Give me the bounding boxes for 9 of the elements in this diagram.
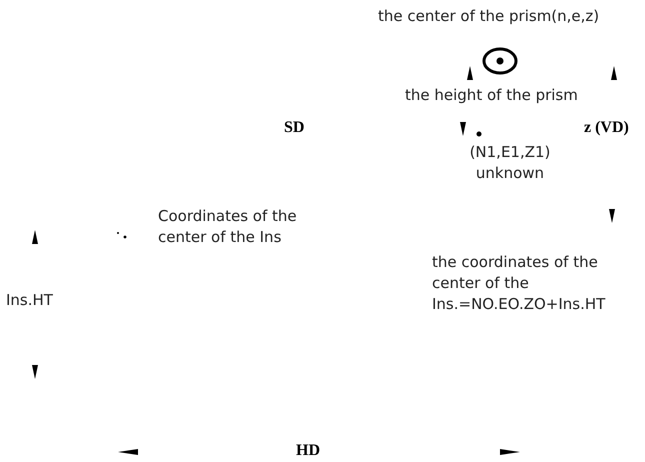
annotation-text: the center of the prism(n,e,z)	[378, 6, 600, 27]
annotation-text: the coordinates of the center of the Ins.=NO.EO.ZO+Ins.HT	[432, 252, 606, 315]
dimension-label: SD	[284, 118, 304, 138]
dimension-label: the height of the prism	[405, 85, 578, 106]
dimension-label: HD	[296, 441, 320, 461]
annotation-text: Coordinates of the center of the Ins	[158, 206, 298, 248]
dimension-label: z (VD)	[584, 118, 629, 138]
annotation-text: (N1,E1,Z1) unknown	[468, 142, 552, 184]
dimension-label: Ins.HT	[6, 290, 53, 311]
